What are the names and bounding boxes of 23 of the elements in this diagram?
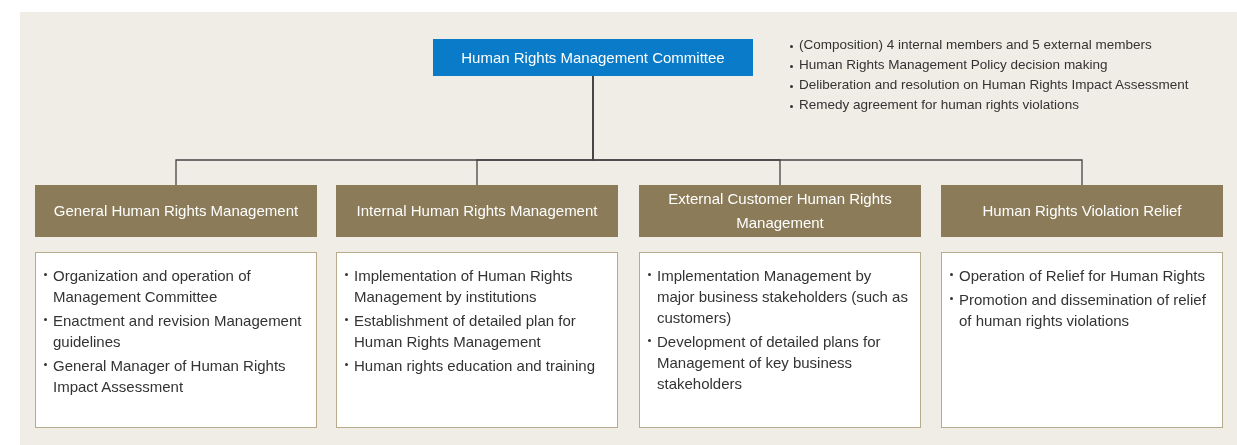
bullet-text: Development of detailed plans for Management of key business stakeholders	[657, 332, 882, 394]
bullet-text: Promotion and dissemination of relief of human rights violations	[959, 290, 1207, 331]
department-header: General Human Rights Management	[35, 185, 317, 237]
bullet-text: (Composition) 4 internal members and 5 external members	[799, 37, 1152, 53]
bullet-text: Implementation of Human Rights Management by institutions	[354, 266, 574, 307]
bullet-text: Remedy agreement for human rights violations	[799, 97, 1079, 113]
department-header: External Customer Human Rights Management	[639, 185, 921, 237]
bullet-text: Implementation Management by major business stakeholders (such as customers)	[657, 266, 909, 328]
duty-list-box	[35, 252, 317, 428]
bullet-text: Human Rights Management Policy decision making	[799, 57, 1108, 73]
bullet-text: General Manager of Human Rights Impact Assessment	[53, 356, 287, 397]
bullet-text: Enactment and revision Management guidelines	[53, 311, 303, 352]
bullet-text: Operation of Relief for Human Rights	[959, 266, 1205, 286]
duty-list-box	[941, 252, 1223, 428]
department-header: Internal Human Rights Management	[336, 185, 618, 237]
duty-list-box	[639, 252, 921, 428]
bullet-text: Organization and operation of Management Committee	[53, 266, 252, 307]
bullet-text: Deliberation and resolution on Human Rights Impact Assessment	[799, 77, 1189, 93]
department-header: Human Rights Violation Relief	[941, 185, 1223, 237]
bullet-text: Human rights education and training	[354, 356, 595, 376]
bullet-text: Establishment of detailed plan for Human Rights Management	[354, 311, 577, 352]
duty-list-box	[336, 252, 618, 428]
committee-box: Human Rights Management Committee	[433, 39, 753, 76]
